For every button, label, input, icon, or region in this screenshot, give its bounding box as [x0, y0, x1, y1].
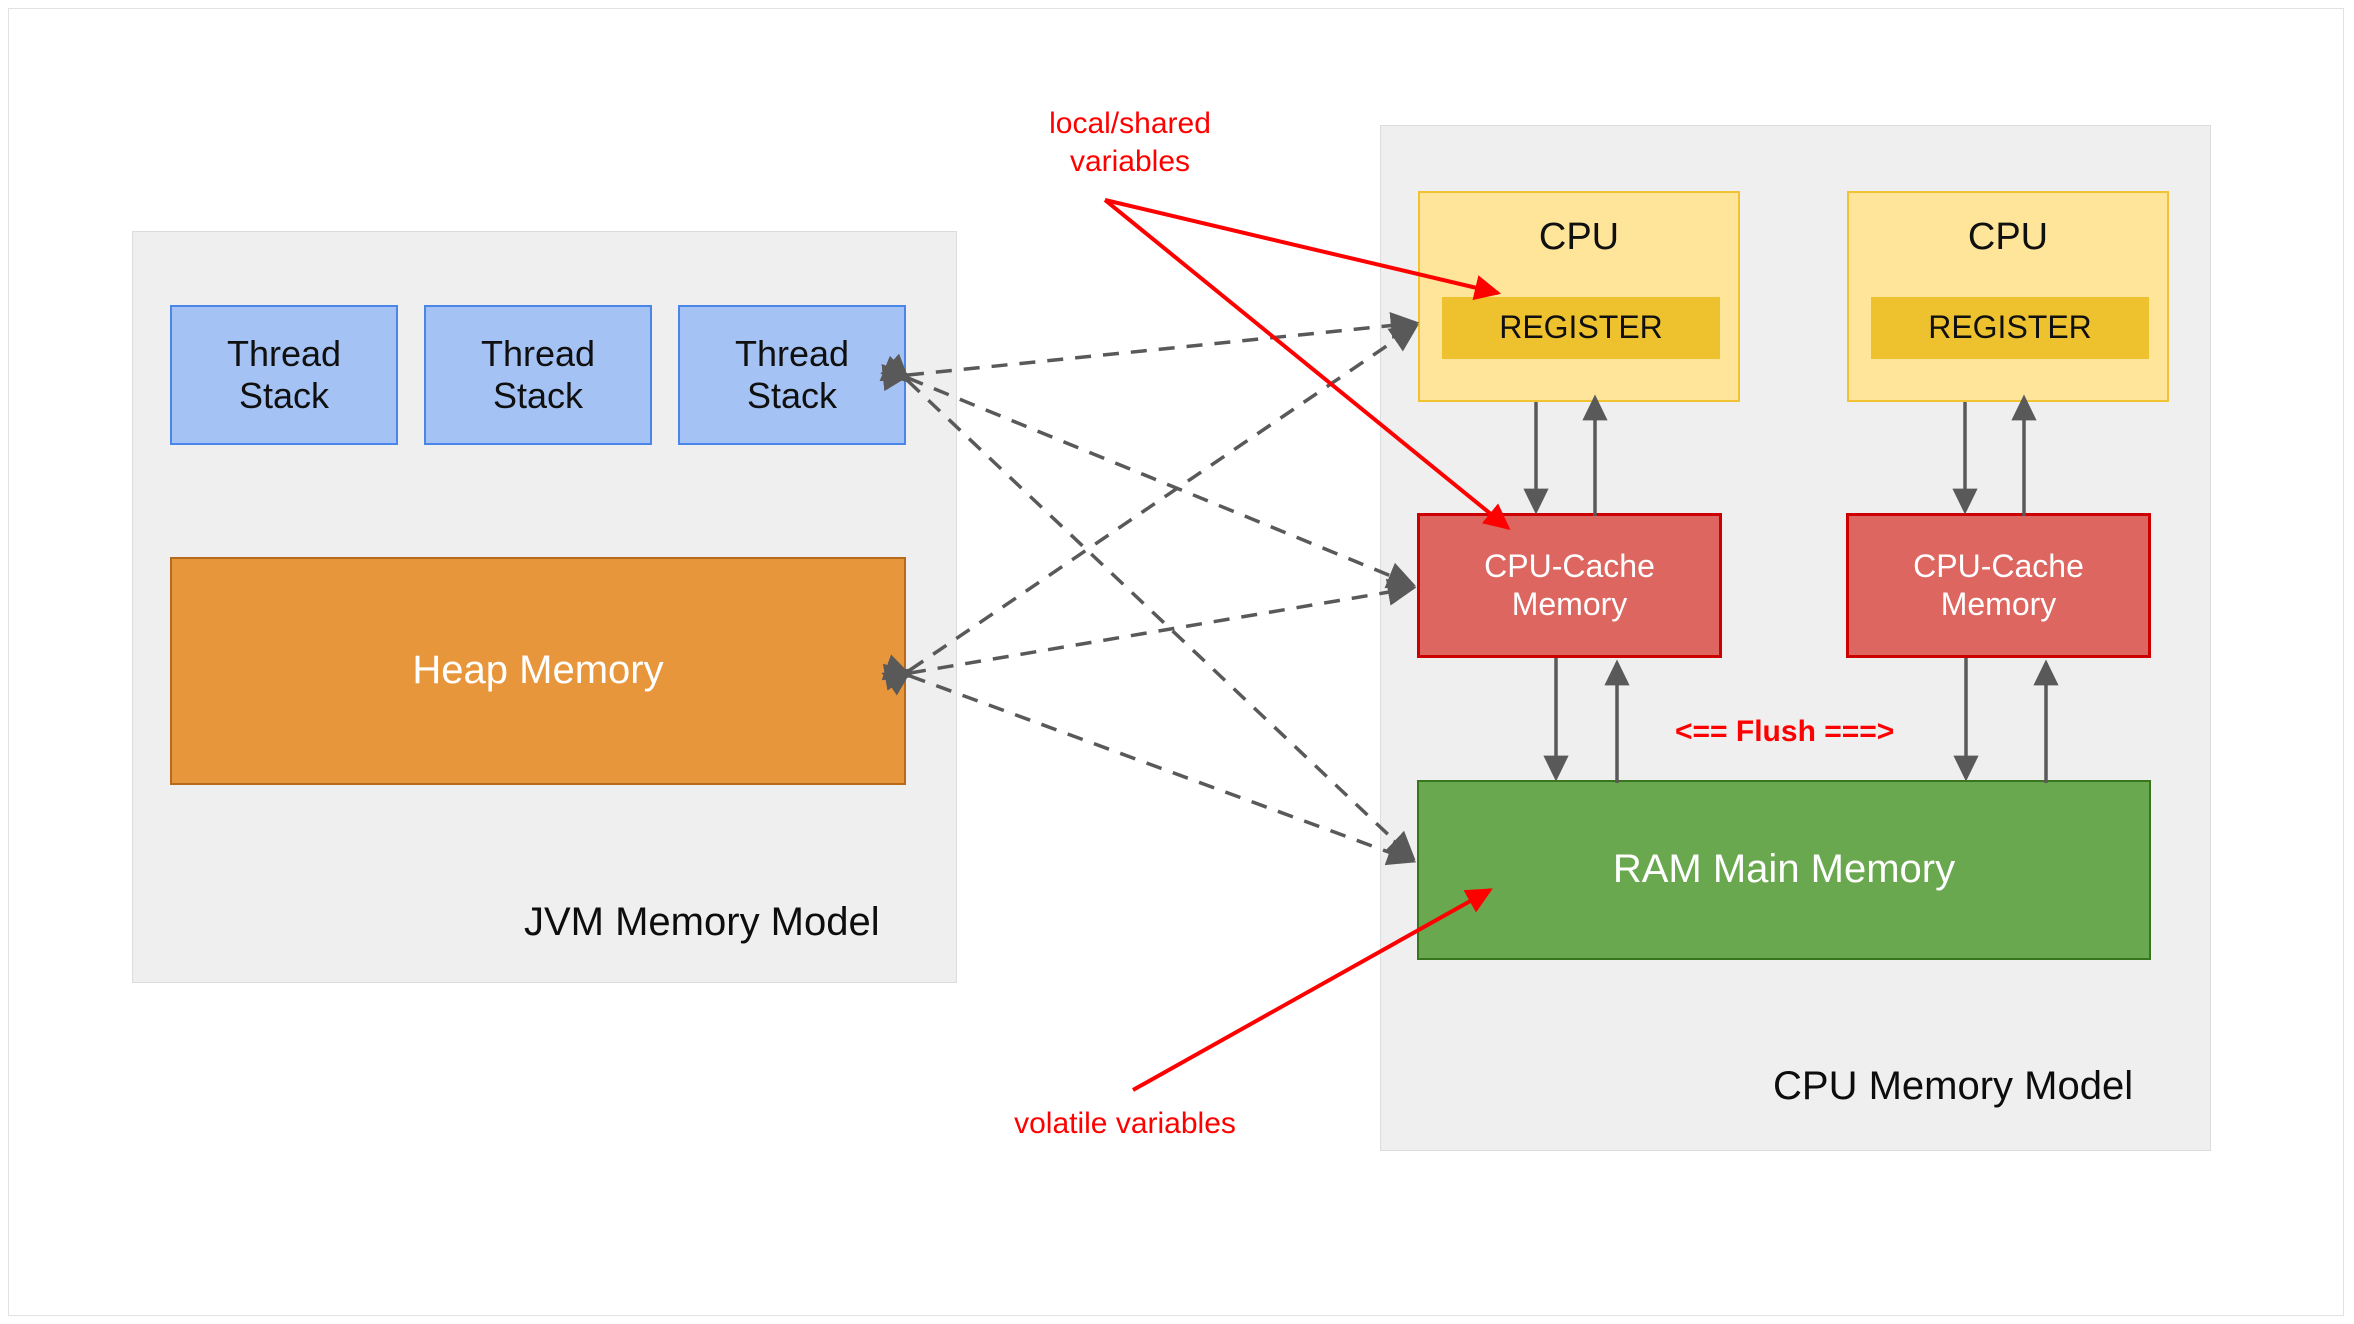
cpu-panel-label: CPU Memory Model [1773, 1064, 2134, 1108]
thread-stack-label-1: Thread Stack [226, 332, 342, 416]
cpu-box-1[interactable]: CPU REGISTER [1418, 191, 1740, 402]
thread-stack-box-2[interactable]: Thread Stack [424, 305, 652, 445]
thread-stack-box-1[interactable]: Thread Stack [170, 305, 398, 445]
thread-stack-label-3: Thread Stack [734, 332, 850, 416]
register-box-1[interactable]: REGISTER [1442, 297, 1720, 359]
ram-main-memory-label: RAM Main Memory [1612, 847, 1956, 892]
register-label-1: REGISTER [1499, 309, 1663, 346]
ram-main-memory-box[interactable]: RAM Main Memory [1417, 780, 2151, 960]
cpu-cache-label-1: CPU-Cache Memory [1484, 547, 1655, 622]
cpu-box-2[interactable]: CPU REGISTER [1847, 191, 2169, 402]
register-label-2: REGISTER [1928, 309, 2092, 346]
thread-stack-label-2: Thread Stack [480, 332, 596, 416]
jvm-panel-label: JVM Memory Model [524, 900, 880, 944]
thread-stack-box-3[interactable]: Thread Stack [678, 305, 906, 445]
heap-memory-box[interactable]: Heap Memory [170, 557, 906, 785]
register-box-2[interactable]: REGISTER [1871, 297, 2149, 359]
annotation-volatile-variables: volatile variables [1014, 1107, 1236, 1140]
cpu-cache-box-2[interactable]: CPU-Cache Memory [1846, 513, 2151, 658]
cpu-cache-label-2: CPU-Cache Memory [1913, 547, 2084, 622]
flush-label: <== Flush ===> [1675, 715, 1895, 748]
cpu-title-1: CPU [1538, 216, 1620, 258]
annotation-local-shared-variables: local/shared variables [1049, 107, 1211, 178]
cpu-title-2: CPU [1967, 216, 2049, 258]
cpu-cache-box-1[interactable]: CPU-Cache Memory [1417, 513, 1722, 658]
heap-memory-label: Heap Memory [412, 648, 664, 693]
